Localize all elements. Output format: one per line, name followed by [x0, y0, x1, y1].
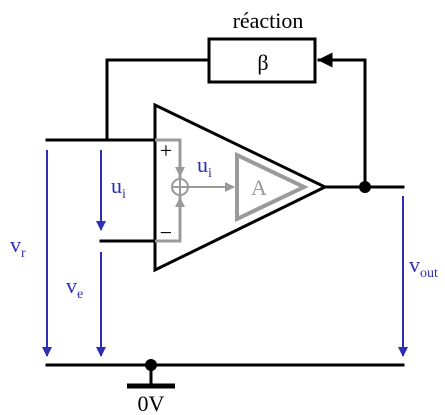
- inner-ui-label: ui: [197, 152, 212, 181]
- output-junction-dot: [359, 181, 371, 193]
- circle-plus-icon: [171, 178, 189, 196]
- feedback-title: réaction: [233, 8, 304, 33]
- ve-label: ve: [66, 273, 83, 302]
- feedback-wire-left: [105, 58, 211, 142]
- ground-icon: [127, 359, 175, 389]
- vout-label: vout: [409, 252, 438, 281]
- feedback-wire-right: [317, 52, 367, 189]
- gain-triangle: [235, 151, 309, 223]
- plus-sign: +: [160, 138, 172, 163]
- vr-label: vr: [10, 232, 26, 261]
- minus-sign: −: [160, 220, 172, 245]
- ui-input-label: ui: [111, 173, 126, 202]
- gain-label: A: [251, 175, 267, 200]
- ground-label: 0V: [138, 391, 165, 415]
- beta-label: β: [257, 50, 268, 75]
